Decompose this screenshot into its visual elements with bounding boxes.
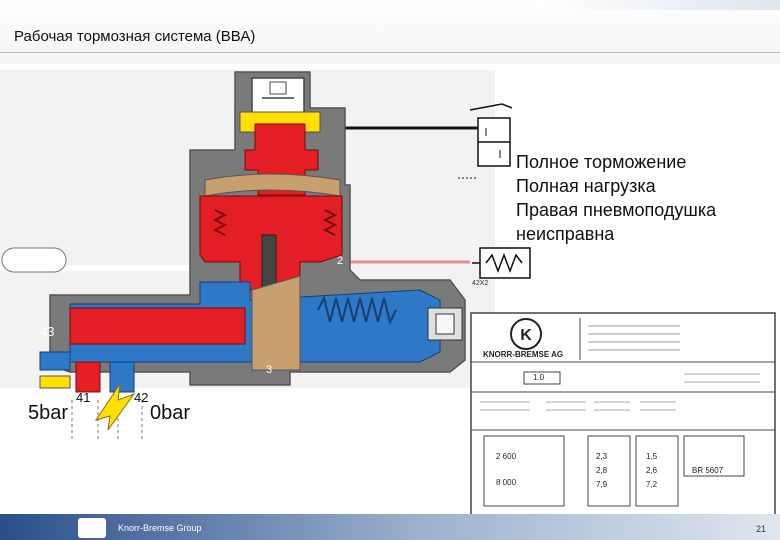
knorr-logo-icon: K (510, 318, 542, 350)
status-line-full-load: Полная нагрузка (516, 176, 656, 196)
data-plate: K (470, 312, 776, 518)
knorr-bremse-logo-icon (78, 518, 106, 538)
header-divider (0, 52, 780, 53)
table-col-2 (587, 435, 631, 507)
status-description: Полное торможение Полная нагрузка Правая… (516, 150, 716, 246)
plate-col2-row2: 2,8 (596, 466, 608, 475)
status-line-full-braking: Полное торможение (516, 152, 687, 172)
top-cap (251, 77, 305, 115)
plate-col3-row3: 7,2 (646, 480, 658, 489)
relay-piston (251, 275, 301, 371)
plate-brand: KNORR-BREMSE AG (483, 350, 564, 359)
header-decoration (540, 0, 780, 10)
plate-col1-row2: 8 000 (496, 478, 517, 487)
lower-ports (39, 351, 135, 393)
port-label-2: 2 (337, 255, 344, 267)
sensor-label: 42X2 (472, 280, 489, 287)
plate-col2-row3: 7,9 (596, 480, 608, 489)
end-plug (435, 313, 455, 335)
port-label-42: 42 (134, 390, 149, 405)
right-spring (317, 295, 397, 325)
port-label-3: 3 (266, 364, 273, 376)
pressure-label-right: 0bar (150, 402, 191, 424)
chamber-springs (212, 209, 338, 236)
status-line-faulty: неисправна (516, 224, 615, 244)
value-box (523, 371, 561, 385)
plate-col2-row1: 2,3 (596, 452, 608, 461)
pressure-switch (458, 103, 513, 179)
slide-header (0, 0, 780, 64)
plate-col3-row2: 2,6 (646, 466, 658, 475)
air-bag-left (1, 247, 67, 273)
plate-col1-row1: 2 600 (496, 452, 517, 461)
port-label-43: 43 (40, 324, 55, 339)
table-col-3 (635, 435, 679, 507)
status-line-right-airbag: Правая пневмоподушка (516, 200, 717, 220)
plate-value-box-text: 1.0 (533, 373, 545, 382)
part-code-box (683, 435, 745, 477)
left-piston (69, 307, 246, 345)
pressure-label-left: 5bar (28, 402, 69, 424)
plate-col3-row1: 1,5 (646, 452, 658, 461)
load-sensor (472, 247, 531, 279)
cap-screw (269, 81, 287, 95)
page-number: 21 (756, 524, 767, 534)
slide-footer (0, 514, 780, 540)
table-col-1 (483, 435, 565, 507)
slide-title: Рабочая тормозная система (ВВА) (14, 28, 256, 45)
footer-company-name: Knorr-Bremse Group (118, 523, 202, 533)
plate-part-code: BR 5607 (692, 466, 724, 475)
fault-lightning-icon (94, 383, 136, 431)
port-label-41: 41 (76, 390, 91, 405)
svg-text:K: K (520, 327, 532, 344)
